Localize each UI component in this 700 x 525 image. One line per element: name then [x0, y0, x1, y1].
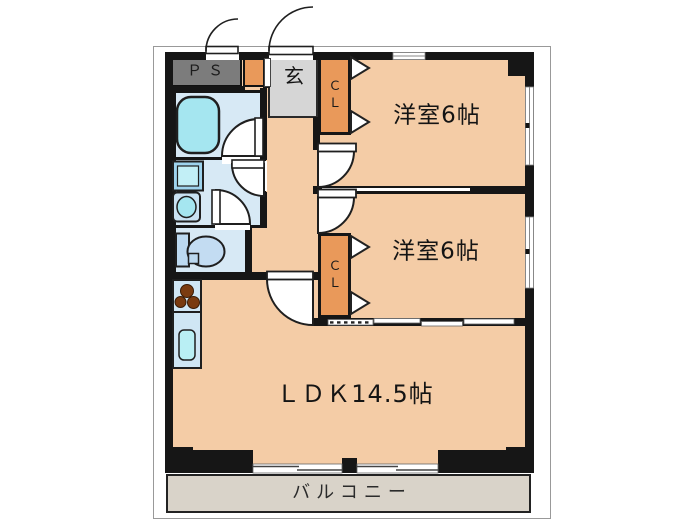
ldk-label: ＬＤＫ14.5帖 — [276, 380, 434, 408]
genkan-label: 玄 — [284, 64, 304, 88]
bedroom2-label: 洋室6帖 — [392, 238, 480, 265]
closet2-label: ＣＬ — [328, 259, 342, 291]
ps-door-opening — [206, 52, 239, 60]
wall-washblock-right-upper — [260, 88, 267, 160]
wall-bottom-mullion — [342, 458, 357, 473]
wall-hall-bottom — [165, 272, 267, 280]
entrance-door-arc — [268, 6, 314, 52]
bathroom — [173, 90, 266, 160]
wall-room2-ldk — [313, 318, 534, 326]
bedroom1-label: 洋室6帖 — [393, 102, 481, 129]
wall-below-ps — [165, 86, 245, 92]
ps-label: ＰＳ — [186, 61, 230, 80]
closet1-label: ＣＬ — [328, 79, 342, 111]
wall-toilet-right — [245, 225, 252, 280]
wall-hall-right — [313, 117, 320, 150]
entry-side-panel — [264, 58, 271, 87]
washroom-door-opening — [260, 161, 267, 191]
wall-top — [165, 52, 534, 60]
entrance-opening — [269, 52, 313, 60]
wall-washblock-right-lower — [260, 192, 267, 228]
pillar-bottom-left — [165, 447, 193, 473]
balcony-label: バルコニー — [292, 482, 412, 503]
washroom — [173, 157, 266, 228]
wall-left — [165, 52, 173, 473]
wall-room-divider-stripe — [322, 188, 470, 191]
pillar-top-right — [508, 52, 534, 76]
wall-right — [525, 52, 534, 473]
plan-outline — [153, 46, 551, 519]
pillar-bottom-right — [506, 447, 534, 473]
bath-door-opening — [222, 155, 260, 164]
toilet-door-opening — [215, 223, 250, 230]
wall-hall-bottom-right — [313, 272, 320, 280]
balcony — [166, 474, 531, 513]
